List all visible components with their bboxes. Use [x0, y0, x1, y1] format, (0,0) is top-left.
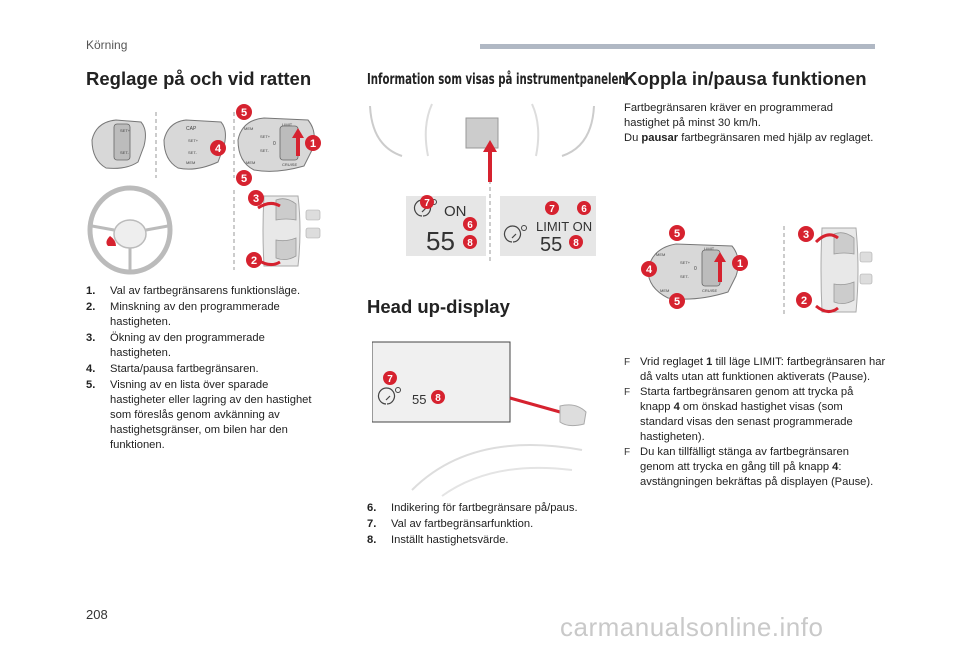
stalk-c-set-minus: SET-	[260, 148, 270, 153]
callout-5-bottom: 5	[236, 170, 252, 186]
stalk-view-a: SET+ SET-	[91, 119, 146, 169]
middle-legend: 6.Indikering för fartbegränsare på/paus.…	[367, 501, 607, 549]
svg-text:7: 7	[549, 204, 555, 215]
center-display	[465, 117, 499, 149]
act-set-plus: SET+	[680, 260, 691, 265]
svg-text:3: 3	[803, 229, 809, 241]
callout-7-d1: 7	[420, 195, 434, 209]
display-on-status: ON	[444, 203, 467, 220]
legend-item-7: 7.Val av fartbegränsarfunktion.	[367, 518, 534, 530]
stalk-a-set-minus: SET-	[120, 150, 130, 155]
middle-title: Information som visas på instrumentpanel…	[367, 70, 626, 88]
svg-text:5: 5	[674, 228, 680, 240]
stalk-b-set-plus: SET+	[188, 138, 199, 143]
svg-text:8: 8	[435, 393, 441, 404]
svg-text:8: 8	[573, 238, 579, 249]
stalk-view-c: MEM SET+ SET- MEM LIMIT 0 CRUISE	[237, 117, 315, 172]
act-cruise: CRUISE	[702, 288, 717, 293]
act-callout-1: 1	[732, 255, 748, 271]
legend-item-5: 5.Visning av en lista över sparade hasti…	[86, 379, 312, 451]
callout-4-left: 4	[210, 140, 226, 156]
act-callout-5-bottom: 5	[669, 293, 685, 309]
svg-text:7: 7	[387, 374, 393, 385]
steering-controls-illustration: SET+ SET- CAP SET+ SET- MEM MEM SET+ SET…	[87, 104, 321, 275]
hud-speed: 55	[412, 392, 426, 407]
act-mem-top: MEM	[656, 252, 665, 257]
act-mem-bottom: MEM	[660, 288, 669, 293]
section-label: Körning	[86, 38, 128, 52]
activation-illustration: MEM SET+ SET- MEM LIMIT 0 CRUISE 5 4 5 1…	[641, 225, 873, 314]
steering-wheel	[87, 185, 173, 275]
legend-item-8: 8.Inställt hastighetsvärde.	[367, 534, 509, 546]
svg-text:5: 5	[241, 173, 247, 185]
act-limit: LIMIT	[704, 246, 715, 251]
stalk-c-zero: 0	[273, 141, 276, 147]
svg-text:3: 3	[253, 193, 259, 205]
stalk-c-mem-bottom: MEM	[246, 160, 255, 165]
act-callout-3: 3	[798, 226, 814, 242]
svg-text:6: 6	[467, 220, 473, 231]
callout-1: 1	[305, 135, 321, 151]
callout-7-d2: 7	[545, 201, 559, 215]
legend-item-2: 2.Minskning av den programmerade hastigh…	[86, 301, 280, 328]
svg-text:4: 4	[215, 143, 222, 155]
callout-7-hud: 7	[383, 371, 397, 385]
svg-text:5: 5	[674, 296, 680, 308]
legend-item-4: 4.Starta/pausa fartbegränsaren.	[86, 363, 259, 375]
page-number: 208	[86, 607, 108, 622]
header-bar	[480, 44, 875, 49]
callout-8-d2: 8	[569, 235, 583, 249]
act-set-minus: SET-	[680, 274, 690, 279]
left-legend: 1.Val av fartbegränsarens funktionsläge.…	[86, 284, 326, 454]
intro-line-2: Du pausar fartbegränsaren med hjälp av r…	[624, 132, 874, 144]
head-up-display-illustration: 55 7 8	[372, 341, 587, 497]
legend-item-3: 3.Ökning av den programmerade hastighete…	[86, 332, 265, 359]
svg-text:5: 5	[241, 107, 247, 119]
svg-text:8: 8	[467, 238, 473, 249]
svg-text:1: 1	[310, 138, 316, 150]
display-limit-status: LIMIT ON	[536, 219, 592, 234]
stalk-b-set-minus: SET-	[188, 150, 198, 155]
act-callout-2: 2	[796, 292, 812, 308]
stalk-c-limit: LIMIT	[282, 122, 293, 127]
callout-6-d1: 6	[463, 217, 477, 231]
act-callout-4: 4	[641, 261, 657, 277]
callout-8-d1: 8	[463, 235, 477, 249]
stalk-c-set-plus: SET+	[260, 134, 271, 139]
stalk-c-cruise: CRUISE	[282, 162, 297, 167]
display-on-speed: 55	[426, 226, 455, 256]
stalk-b-mem: MEM	[186, 160, 195, 165]
act-callout-5-top: 5	[669, 225, 685, 241]
watermark: carmanualsonline.info	[560, 612, 824, 642]
svg-text:6: 6	[581, 204, 587, 215]
intro-line-1: Fartbegränsaren kräver en programmerad h…	[624, 102, 833, 129]
callout-5-top: 5	[236, 104, 252, 120]
stalk-a-set-plus: SET+	[120, 128, 131, 133]
display-limit-speed: 55	[540, 234, 562, 256]
right-title: Koppla in/pausa funktionen	[624, 68, 867, 89]
svg-text:2: 2	[251, 255, 257, 267]
svg-text:4: 4	[646, 264, 653, 276]
steering-side-buttons	[257, 195, 321, 267]
instrument-panel-illustration: ON 55 LIMIT ON 55 7 6 8 7 6 8	[369, 103, 596, 264]
svg-text:7: 7	[424, 198, 430, 209]
callout-6-d2: 6	[577, 201, 591, 215]
hud-title: Head up-display	[367, 296, 510, 317]
svg-text:2: 2	[801, 295, 807, 307]
svg-text:1: 1	[737, 258, 743, 270]
callout-8-hud: 8	[431, 390, 445, 404]
stalk-b-cap: CAP	[186, 126, 197, 132]
callout-3: 3	[248, 190, 264, 206]
callout-2: 2	[246, 252, 262, 268]
stalk-c-mem-top: MEM	[244, 126, 253, 131]
intro-text: Fartbegränsaren kräver en programmerad h…	[624, 101, 874, 146]
act-zero: 0	[694, 266, 697, 272]
left-title: Reglage på och vid ratten	[86, 68, 312, 89]
legend-item-1: 1.Val av fartbegränsarens funktionsläge.	[86, 285, 301, 297]
legend-item-6: 6.Indikering för fartbegränsare på/paus.	[367, 502, 578, 514]
